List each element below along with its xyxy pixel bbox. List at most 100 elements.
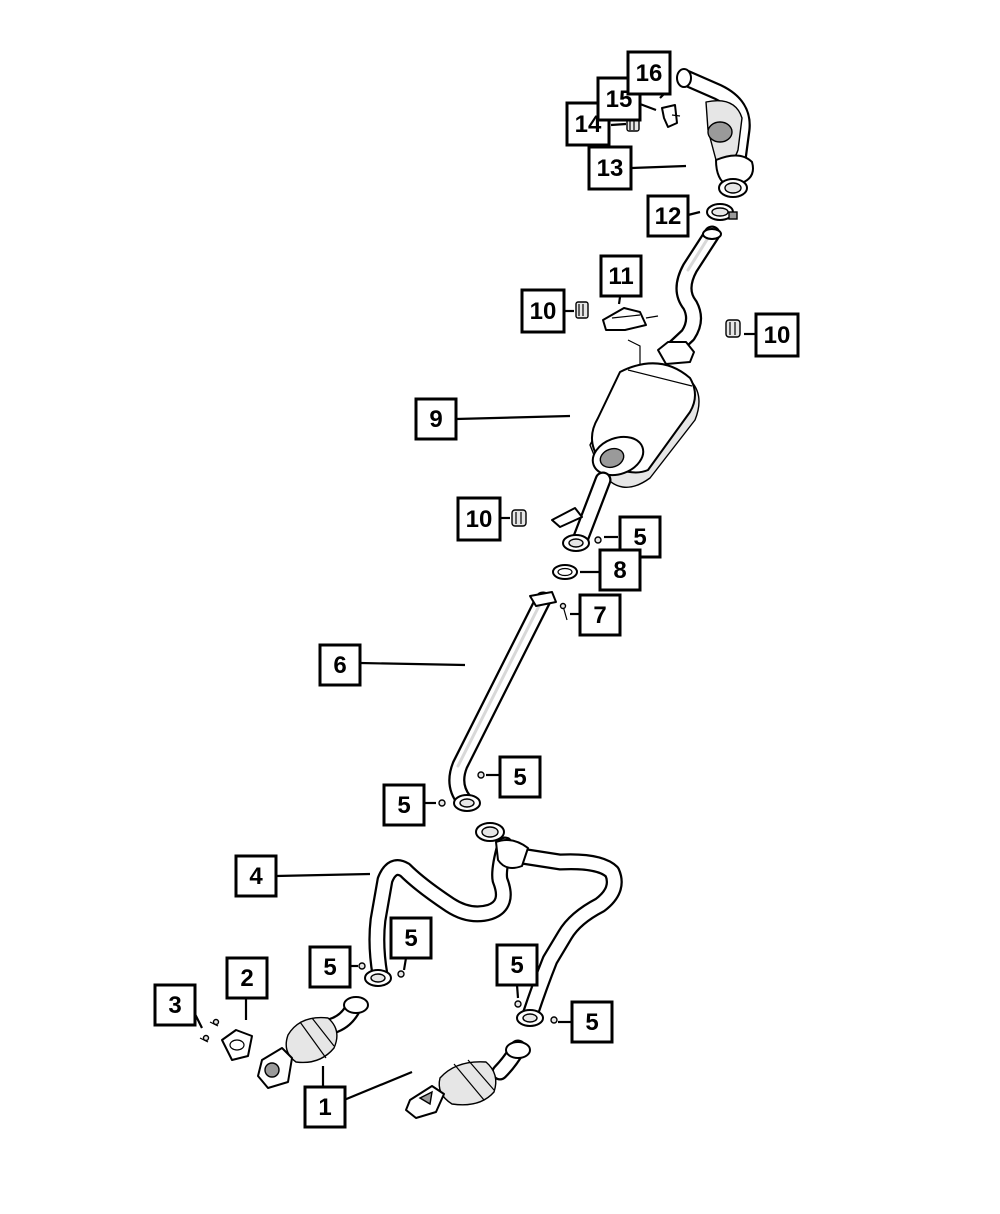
leader-5f: [515, 984, 520, 999]
callout-label: 2: [240, 965, 253, 992]
callout-box: [570, 1000, 614, 1044]
manifold-gasket: [221, 1029, 253, 1061]
callout-label: 11: [608, 263, 633, 290]
callout-c5g: 5: [570, 1000, 614, 1044]
isolator-left-top: [575, 301, 589, 319]
leader-12: [687, 210, 701, 217]
callout-label: 7: [593, 602, 606, 629]
callout-label: 12: [655, 203, 682, 230]
callout-c5f: 5: [495, 943, 539, 987]
callout-c3: 3: [153, 983, 197, 1027]
catalytic-converter-left: [257, 996, 369, 1089]
callout-label: 5: [585, 1009, 598, 1036]
pipe-clamp: [706, 203, 738, 221]
nut-left-flange-a: [358, 962, 366, 970]
studs: [199, 1018, 220, 1043]
callout-c10c: 10: [456, 496, 502, 542]
callout-c2: 2: [225, 956, 269, 1000]
callout-label: 9: [429, 406, 442, 433]
callout-label: 5: [633, 524, 646, 551]
callout-label: 16: [636, 60, 663, 87]
callout-box: [318, 643, 362, 687]
tailpipe-assembly: [676, 68, 754, 198]
callout-label: 8: [613, 557, 626, 584]
callout-box: [520, 288, 566, 334]
callout-label: 4: [249, 863, 263, 890]
nut-right-flange-a: [514, 1000, 522, 1008]
callout-box: [754, 312, 800, 358]
leader-1b: [343, 1070, 413, 1102]
callout-c7: 7: [578, 593, 622, 637]
callout-label: 5: [397, 792, 410, 819]
callout-label: 5: [510, 952, 523, 979]
isolator-mid: [511, 509, 527, 527]
callout-c6: 6: [318, 643, 362, 687]
callout-label: 5: [404, 925, 417, 952]
gasket: [552, 564, 578, 580]
callout-c8: 8: [598, 548, 642, 592]
callout-box: [308, 945, 352, 989]
callout-box: [389, 916, 433, 960]
hanger-bracket: [661, 104, 681, 128]
hanger-bracket-mid: [602, 307, 659, 331]
callout-c9: 9: [414, 397, 458, 441]
muffler: [589, 339, 700, 488]
leader-4: [275, 872, 371, 878]
callout-box: [303, 1085, 347, 1129]
callout-label: 13: [597, 155, 624, 182]
bolt: [559, 602, 568, 621]
callout-label: 6: [333, 652, 346, 679]
callout-box: [456, 496, 502, 542]
callout-c12: 12: [646, 194, 690, 238]
callout-box: [587, 145, 633, 191]
callout-box: [565, 101, 611, 147]
callout-label: 5: [513, 764, 526, 791]
callout-box: [153, 983, 197, 1027]
callout-c5b: 5: [498, 755, 542, 799]
callout-label: 3: [168, 992, 181, 1019]
nut-mid-left: [438, 799, 446, 807]
callout-c5c: 5: [382, 783, 426, 827]
y-pipe: [364, 822, 623, 1027]
leader-6: [359, 661, 466, 667]
callout-box: [646, 194, 690, 238]
callout-box: [599, 254, 643, 298]
callout-label: 10: [764, 322, 791, 349]
leader-14: [610, 122, 627, 127]
callout-c1: 1: [303, 1085, 347, 1129]
leader-13: [631, 164, 687, 170]
callout-label: 1: [318, 1094, 331, 1121]
callout-label: 5: [323, 954, 336, 981]
muffler-outlet-pipe: [551, 471, 612, 552]
nut-upper-flange: [594, 536, 602, 544]
intermediate-pipe-upper: [663, 225, 722, 359]
callout-c4: 4: [234, 854, 278, 898]
callout-label: 10: [466, 506, 493, 533]
callout-c10b: 10: [754, 312, 800, 358]
nut-left-flange-b: [397, 970, 405, 978]
leader-5e: [402, 957, 408, 971]
isolator-right-top: [725, 319, 741, 338]
callout-box: [598, 548, 642, 592]
callout-c13: 13: [587, 145, 633, 191]
callout-label: 10: [530, 298, 557, 325]
callout-c5d: 5: [308, 945, 352, 989]
callout-c10a: 10: [520, 288, 566, 334]
nut-right-flange-b: [550, 1016, 558, 1024]
intermediate-pipe: [448, 591, 557, 812]
callout-box: [578, 593, 622, 637]
callout-box: [234, 854, 278, 898]
callout-box: [382, 783, 426, 827]
nut-mid-right: [477, 771, 485, 779]
callout-box: [414, 397, 458, 441]
leader-9: [455, 414, 571, 421]
callout-box: [225, 956, 269, 1000]
catalytic-converter-right: [405, 1039, 531, 1119]
callout-c11: 11: [599, 254, 643, 298]
callout-c5e: 5: [389, 916, 433, 960]
callout-box: [626, 50, 672, 96]
callout-box: [498, 755, 542, 799]
leader-15: [639, 102, 657, 112]
